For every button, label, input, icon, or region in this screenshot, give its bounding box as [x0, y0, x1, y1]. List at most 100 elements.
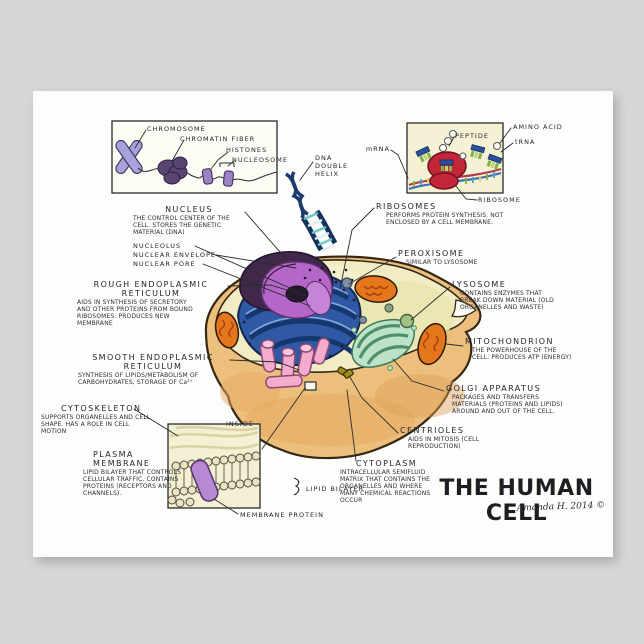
plasma-membrane-desc: LIPID BILAYER THAT CONTROLS CELLULAR TRA…	[83, 469, 182, 497]
label-nucleosome: NUCLEOSOME	[232, 156, 288, 164]
nucleolus-name: NUCLEOLUS	[133, 242, 182, 250]
membrane-notch	[450, 299, 477, 318]
chromosome-shape	[115, 139, 143, 175]
lysosome	[399, 313, 415, 329]
nuclear-pore-name: NUCLEAR PORE	[133, 260, 196, 268]
centrioles-desc: AIDS IN MITOSIS (CELL REPRODUCTION)	[408, 436, 480, 450]
nucleolus	[285, 285, 309, 303]
label-golgi-apparatus: GOLGI APPARATUS PACKAGES AND TRANSFERS M…	[446, 384, 574, 416]
chromatin-fiber-shape	[157, 156, 188, 185]
cytoplasm-desc: INTRACELLULAR SEMIFLUID MATRIX THAT CONT…	[340, 469, 431, 504]
label-dna-double-helix: DNA DOUBLE HELIX	[315, 154, 367, 178]
lysosome-name: LYSOSOME	[452, 280, 507, 289]
label-trna: tRNA	[515, 138, 535, 146]
poster-title: THE HUMAN CELL	[439, 476, 594, 526]
leader-lines	[133, 127, 514, 515]
golgi-apparatus	[351, 318, 417, 371]
amino-acid-shapes	[439, 130, 501, 160]
mitochondrion-desc: THE POWERHOUSE OF THE CELL. PRODUCES ATP…	[472, 347, 572, 361]
label-lysosome: LYSOSOME CONTAINS ENZYMES THAT BREAK DOW…	[452, 280, 564, 312]
label-ribosome: RIBOSOME	[478, 196, 521, 204]
cytoskeleton-name: CYTOSKELETON	[61, 404, 142, 413]
nucleus-lobe	[304, 281, 332, 315]
lipid-bilayer-bracket	[293, 477, 300, 496]
cytoskeleton-filaments	[169, 425, 259, 450]
label-cytoskeleton: CYTOSKELETON SUPPORTS ORGANELLES AND CEL…	[41, 404, 151, 436]
vesicle	[384, 303, 394, 313]
rough-er-name: ROUGH ENDOPLASMIC RETICULUM	[93, 280, 209, 298]
membrane-protein-label: MEMBRANE PROTEIN	[240, 511, 324, 519]
mitochondrion-name: MITOCHONDRION	[465, 337, 554, 346]
nucleus-name: NUCLEUS	[165, 205, 213, 214]
label-chromosome: CHROMOSOME	[147, 125, 206, 133]
cytoplasm-name: CYTOPLASM	[356, 459, 418, 468]
lipid-bilayer-label: LIPID BILAYER	[306, 485, 365, 493]
membrane-window-marker	[304, 381, 317, 391]
peroxisome	[341, 277, 353, 289]
amino-acid-label: AMINO ACID	[513, 123, 563, 131]
nuclear-envelope-name: NUCLEAR ENVELOPE	[133, 251, 216, 259]
label-mitochondrion: MITOCHONDRION THE POWERHOUSE OF THE CELL…	[465, 337, 575, 362]
label-amino-acid: AMINO ACID	[513, 123, 563, 131]
label-rough-er: ROUGH ENDOPLASMIC RETICULUM AIDS IN SYNT…	[77, 280, 225, 328]
smooth-er	[259, 337, 331, 389]
trna-shapes	[415, 144, 503, 171]
histone-shapes	[201, 168, 235, 187]
centrioles	[336, 366, 354, 379]
nucleosome-label: NUCLEOSOME	[232, 156, 288, 164]
peptide-label: PEPTIDE	[455, 132, 489, 140]
label-membrane-protein: MEMBRANE PROTEIN	[240, 511, 324, 519]
histones-label: HISTONES	[226, 146, 268, 154]
ribosome-shape	[429, 172, 459, 190]
peroxisome-desc: SIMILAR TO LYSOSOME	[406, 259, 478, 266]
cell-body-shading	[245, 394, 415, 446]
vesicle	[358, 315, 368, 325]
membrane-protein-shape	[190, 459, 219, 502]
cell-body-shading	[220, 372, 280, 412]
mrna-codons	[413, 172, 495, 187]
lysosome-desc: CONTAINS ENZYMES THAT BREAK DOWN MATERIA…	[460, 290, 554, 311]
label-nuclear-pore: NUCLEAR PORE	[133, 260, 196, 268]
label-nuclear-envelope: NUCLEAR ENVELOPE	[133, 251, 216, 259]
chromatin-inset-illustration	[111, 120, 278, 194]
mitochondria	[214, 275, 447, 366]
rough-er-desc: AIDS IN SYNTHESIS OF SECRETORY AND OTHER…	[77, 299, 193, 327]
label-mrna: mRNA	[360, 145, 390, 153]
translation-inset-illustration	[406, 122, 504, 194]
label-lipid-bilayer: LIPID BILAYER	[306, 485, 364, 493]
label-nucleus: NUCLEUS THE CONTROL CENTER OF THE CELL. …	[133, 205, 245, 237]
label-peroxisome: PEROXISOME SIMILAR TO LYSOSOME	[398, 249, 508, 267]
smooth-er-desc: SYNTHESIS OF LIPIDS/METABOLISM OF CARBOH…	[78, 372, 199, 386]
label-plasma-membrane: PLASMA MEMBRANE LIPID BILAYER THAT CONTR…	[83, 450, 191, 498]
peroxisome-name: PEROXISOME	[398, 249, 465, 258]
dna-helix-illustration	[284, 171, 338, 253]
mrna-label: mRNA	[365, 145, 390, 153]
centrioles-name: CENTRIOLES	[400, 426, 465, 435]
chromatin-fiber-label: CHROMATIN FIBER	[180, 135, 256, 143]
label-histones: HISTONES	[226, 146, 267, 154]
nuclear-envelope-line	[263, 263, 297, 295]
ribosomes-desc: PERFORMS PROTEIN SYNTHESIS. NOT ENCLOSED…	[386, 212, 504, 226]
golgi-desc: PACKAGES AND TRANSFERS MATERIALS (PROTEI…	[452, 394, 563, 415]
cytoskeleton-desc: SUPPORTS ORGANELLES AND CELL SHAPE. HAS …	[41, 414, 151, 435]
ribosomes-name: RIBOSOMES	[376, 202, 437, 211]
label-centrioles: CENTRIOLES AIDS IN MITOSIS (CELL REPRODU…	[400, 426, 505, 451]
label-chromatin-fiber: CHROMATIN FIBER	[180, 135, 255, 143]
nucleus-desc: THE CONTROL CENTER OF THE CELL. STORES T…	[133, 215, 230, 236]
nucleosome-bracket	[219, 162, 235, 167]
label-nucleolus: NUCLEOLUS	[133, 242, 181, 250]
label-peptide: PEPTIDE	[455, 132, 489, 140]
plasma-membrane-name: PLASMA MEMBRANE	[93, 450, 151, 468]
nucleus	[239, 251, 334, 319]
label-smooth-er: SMOOTH ENDOPLASMIC RETICULUM SYNTHESIS O…	[78, 353, 228, 387]
label-ribosomes: RIBOSOMES PERFORMS PROTEIN SYNTHESIS. NO…	[376, 202, 506, 227]
label-inside: INSIDE	[226, 420, 254, 428]
inside-label: INSIDE	[226, 420, 254, 428]
label-cytoplasm: CYTOPLASM INTRACELLULAR SEMIFLUID MATRIX…	[340, 459, 438, 504]
smooth-er-name: SMOOTH ENDOPLASMIC RETICULUM	[92, 353, 214, 371]
golgi-name: GOLGI APPARATUS	[446, 384, 542, 393]
chromosome-label: CHROMOSOME	[147, 125, 206, 133]
trna-label: tRNA	[515, 138, 536, 146]
ribosome-label: RIBOSOME	[478, 196, 521, 204]
